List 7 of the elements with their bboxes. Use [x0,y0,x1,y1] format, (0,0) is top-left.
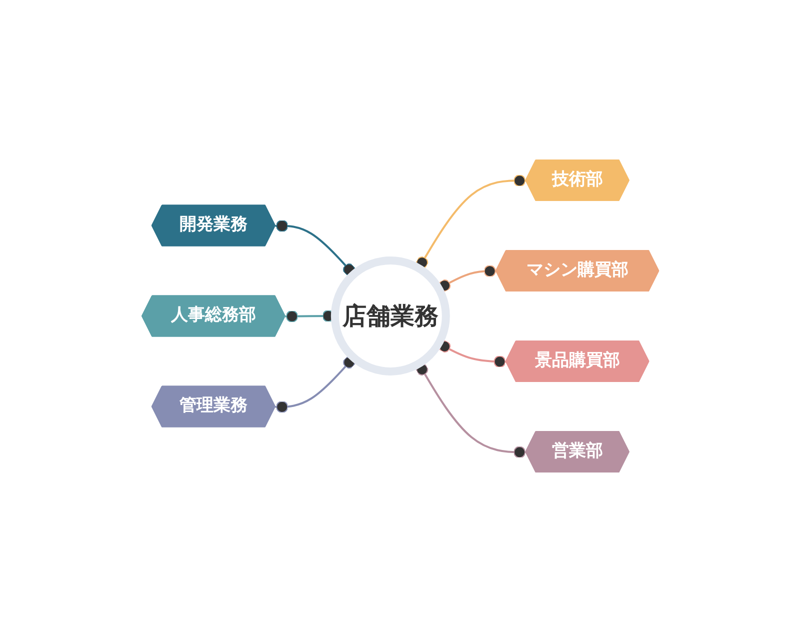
node-circle: 店舗業務 [330,256,450,375]
connector [416,362,526,458]
connector [275,219,355,276]
connector [438,340,506,368]
connector [275,356,355,412]
connector [438,264,496,292]
connector [416,174,526,268]
